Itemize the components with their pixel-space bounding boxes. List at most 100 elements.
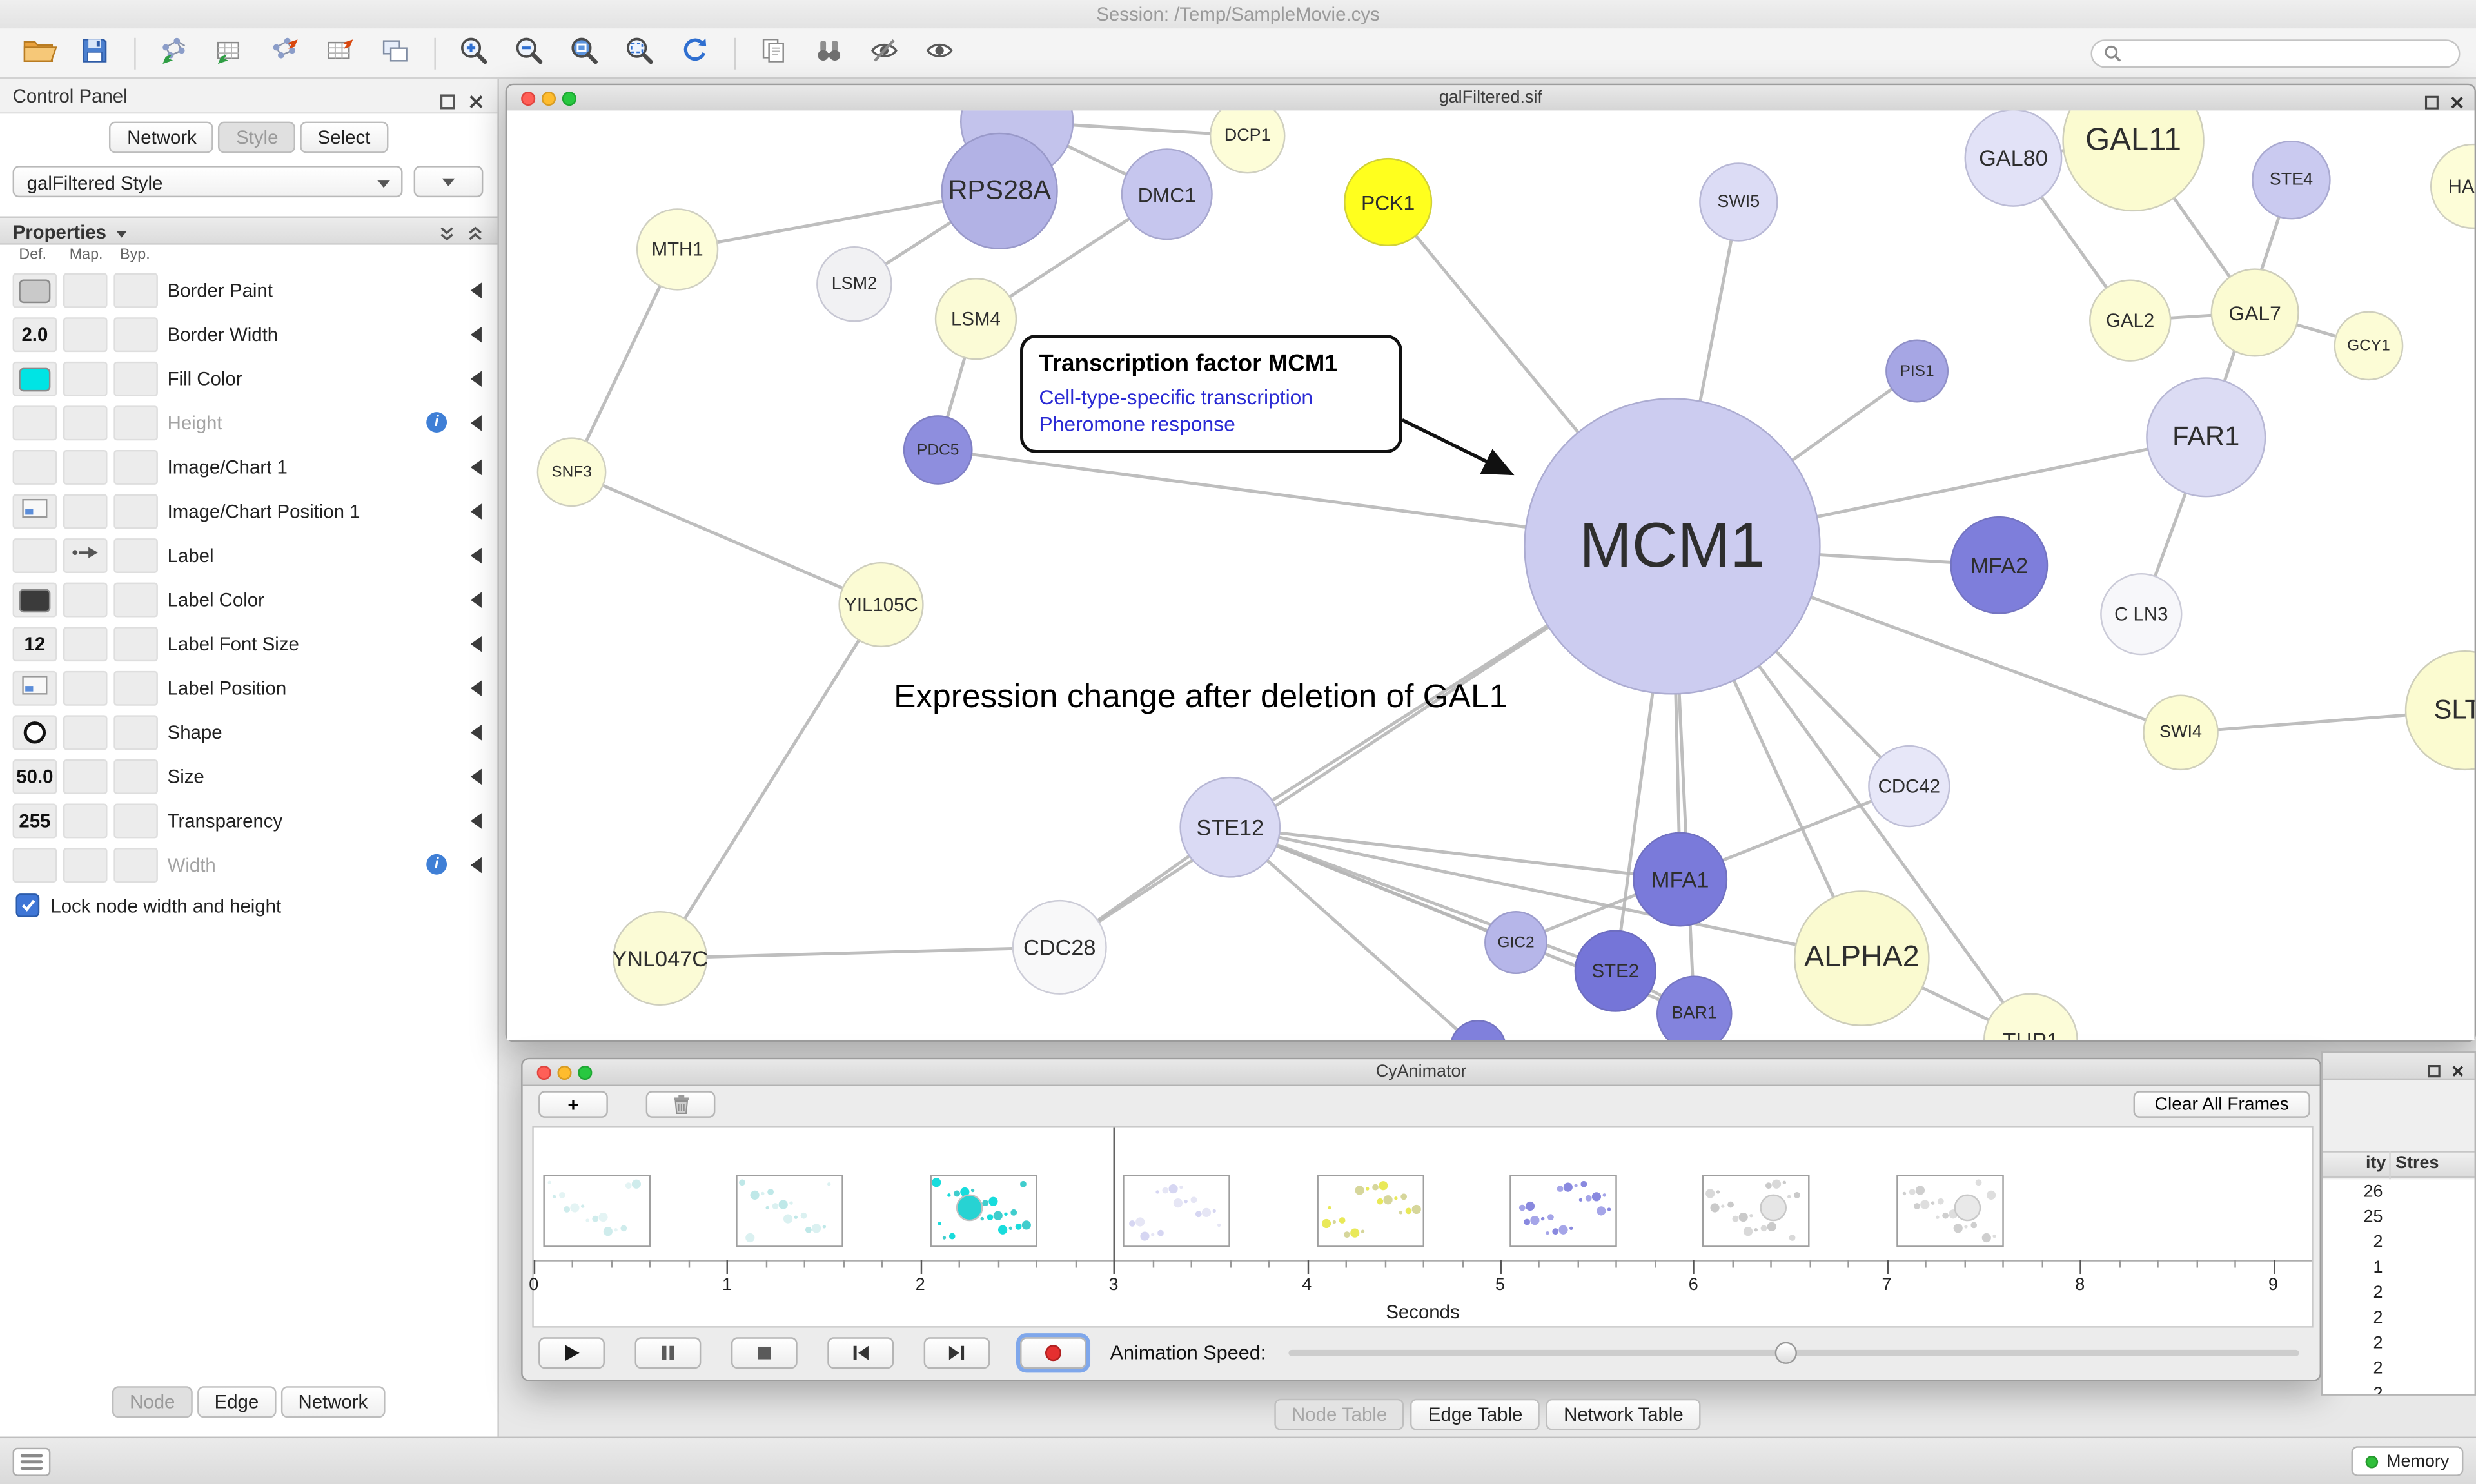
annotation-link[interactable]: Cell-type-specific transcription — [1039, 385, 1313, 409]
tab-edge[interactable]: Edge — [197, 1386, 277, 1418]
pause-button[interactable] — [634, 1337, 702, 1369]
node-LSM4[interactable]: LSM4 — [934, 278, 1017, 360]
play-button[interactable] — [538, 1337, 605, 1369]
bypass-cell[interactable] — [113, 494, 158, 529]
close-panel-icon[interactable] — [467, 87, 485, 122]
expand-arrow-icon[interactable] — [470, 636, 482, 652]
expand-arrow-icon[interactable] — [470, 326, 482, 343]
frame-thumbnail-2[interactable] — [929, 1175, 1037, 1247]
bypass-cell[interactable] — [113, 715, 158, 750]
toolbar-button-zoom-fit[interactable] — [560, 32, 607, 73]
mapping-cell[interactable] — [63, 317, 108, 353]
speed-slider-thumb[interactable] — [1774, 1341, 1797, 1363]
clear-all-frames-button[interactable]: Clear All Frames — [2133, 1091, 2310, 1118]
table-row[interactable]: 1 — [2323, 1255, 2474, 1280]
table-column-headers[interactable]: ity Stres — [2323, 1151, 2475, 1178]
minimize-window-button[interactable] — [542, 90, 556, 105]
node-MFA1[interactable]: MFA1 — [1633, 832, 1728, 927]
default-value-cell[interactable] — [12, 361, 57, 396]
tab-network[interactable]: Network — [280, 1386, 386, 1418]
mapping-cell[interactable] — [63, 538, 108, 573]
skip-to-end-button[interactable] — [923, 1337, 990, 1369]
property-row-label-color[interactable]: Label Color — [0, 578, 497, 622]
property-row-label-position[interactable]: Label Position — [0, 666, 497, 710]
table-row[interactable]: 2 — [2323, 1331, 2474, 1356]
collapse-all-icon[interactable] — [437, 222, 456, 251]
node-ALPHA2[interactable]: ALPHA2 — [1794, 890, 1930, 1026]
node-STE2[interactable]: STE2 — [1574, 930, 1656, 1012]
network-canvas[interactable]: Expression change after deletion of GAL1… — [507, 110, 2475, 1040]
properties-header[interactable]: Properties — [0, 216, 498, 245]
node-MCM1[interactable]: MCM1 — [1524, 398, 1821, 695]
tab-style[interactable]: Style — [219, 121, 296, 153]
toolbar-button-refresh-view[interactable] — [671, 32, 718, 73]
toolbar-button-show-all[interactable] — [916, 32, 963, 73]
node-STE4[interactable]: STE4 — [2252, 140, 2331, 220]
node-GAL80[interactable]: GAL80 — [1964, 110, 2063, 207]
expand-arrow-icon[interactable] — [470, 813, 482, 829]
style-dropdown[interactable]: galFiltered Style — [12, 166, 403, 198]
toolbar-button-import-table[interactable] — [205, 32, 252, 73]
property-row-fill-color[interactable]: Fill Color — [0, 356, 497, 401]
table-row[interactable]: 2 — [2323, 1381, 2474, 1394]
mapping-cell[interactable] — [63, 273, 108, 308]
expand-arrow-icon[interactable] — [470, 857, 482, 874]
expand-all-icon[interactable] — [466, 222, 484, 251]
mapping-cell[interactable] — [63, 361, 108, 396]
toolbar-button-new-window[interactable] — [371, 32, 418, 73]
node-YIL105C[interactable]: YIL105C — [838, 561, 924, 648]
bypass-cell[interactable] — [113, 405, 158, 441]
table-column-stres[interactable]: Stres — [2395, 1154, 2439, 1173]
close-window-button[interactable] — [536, 1064, 551, 1079]
default-value-cell[interactable]: 2.0 — [12, 317, 57, 353]
default-value-cell[interactable] — [12, 670, 57, 706]
default-value-cell[interactable] — [12, 449, 57, 485]
node-GIC2[interactable]: GIC2 — [1484, 911, 1548, 975]
tab-node-table[interactable]: Node Table — [1274, 1398, 1405, 1430]
default-value-cell[interactable] — [12, 848, 57, 883]
toolbar-button-import-network[interactable] — [150, 32, 197, 73]
table-row[interactable]: 2 — [2323, 1280, 2474, 1305]
expand-arrow-icon[interactable] — [470, 680, 482, 697]
default-value-cell[interactable] — [12, 494, 57, 529]
mapping-cell[interactable] — [63, 405, 108, 441]
node-FAR1[interactable]: FAR1 — [2146, 377, 2266, 498]
float-panel-icon[interactable] — [439, 87, 457, 122]
node-PIS1[interactable]: PIS1 — [1885, 339, 1949, 403]
bypass-cell[interactable] — [113, 273, 158, 308]
minimize-window-button[interactable] — [557, 1064, 572, 1079]
panel-menu-button[interactable] — [12, 1447, 51, 1476]
frame-thumbnail-0[interactable] — [543, 1175, 651, 1247]
toolbar-button-save-session[interactable] — [71, 32, 118, 73]
default-value-cell[interactable] — [12, 273, 57, 308]
add-frame-button[interactable]: + — [538, 1091, 608, 1118]
node-DCP1[interactable]: DCP1 — [1209, 110, 1286, 174]
mapping-cell[interactable] — [63, 759, 108, 794]
mapping-cell[interactable] — [63, 803, 108, 839]
tab-network[interactable]: Network — [110, 121, 214, 153]
float-window-icon[interactable] — [2424, 89, 2439, 117]
property-row-image-chart-position-1[interactable]: Image/Chart Position 1 — [0, 489, 497, 534]
toolbar-button-first-neighbors[interactable] — [805, 32, 852, 73]
node-CDC42[interactable]: CDC42 — [1868, 745, 1950, 828]
toolbar-button-zoom-selected[interactable] — [616, 32, 663, 73]
node-BAR1[interactable]: BAR1 — [1656, 975, 1733, 1040]
bypass-cell[interactable] — [113, 449, 158, 485]
default-value-cell[interactable] — [12, 582, 57, 618]
search-input[interactable] — [2130, 41, 2448, 64]
network-caption[interactable]: Expression change after deletion of GAL1 — [894, 679, 1508, 716]
expand-arrow-icon[interactable] — [470, 371, 482, 387]
default-value-cell[interactable]: 12 — [12, 627, 57, 662]
bypass-cell[interactable] — [113, 803, 158, 839]
default-value-cell[interactable] — [12, 405, 57, 441]
expand-arrow-icon[interactable] — [470, 768, 482, 785]
annotation-link[interactable]: Pheromone response — [1039, 412, 1235, 436]
tab-network-table[interactable]: Network Table — [1546, 1398, 1701, 1430]
default-value-cell[interactable] — [12, 715, 57, 750]
stop-button[interactable] — [731, 1337, 798, 1369]
frame-thumbnail-4[interactable] — [1316, 1175, 1424, 1247]
style-options-button[interactable] — [413, 166, 484, 198]
